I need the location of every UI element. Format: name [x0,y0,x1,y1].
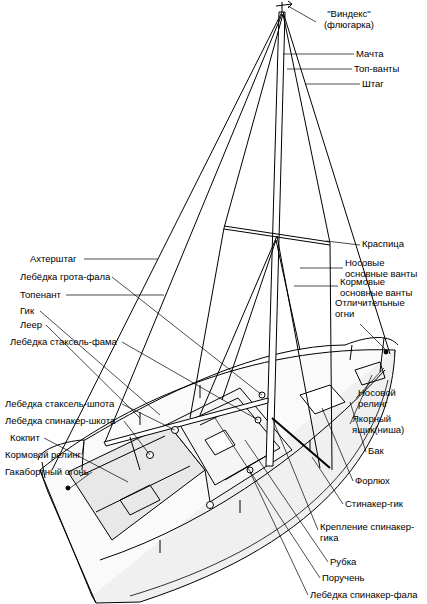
part-label: Кокпит [10,432,40,443]
part-label: Гакабортный огонь [5,466,89,477]
companionway [205,430,235,455]
part-label: Лебёдка стаксель-фама [10,336,117,347]
part-label: Штаг [362,78,384,89]
spreaders [224,226,330,245]
part-label: Носовой релинг [358,387,403,409]
windex [276,1,292,12]
boom [104,398,268,446]
part-label: Кормовой релинг [5,449,81,460]
running-lights [384,350,388,354]
part-label: Ахтерштаг [30,253,76,264]
part-label: Топ-ванты [354,63,399,74]
part-label: Лебёдка спинакер-фала [310,589,418,600]
part-label: Носовые основные ванты [345,257,427,279]
part-label: Лебёдка грота-фала [20,271,110,282]
topping-lift [105,14,282,442]
part-label: Лебёдка стаксель-шпота [5,398,114,409]
part-label: Кормовые основные ванты [340,276,427,298]
part-label: Лебёдка спинакер-шкота [5,415,115,426]
part-label: Бак [368,445,384,456]
part-label: Краспица [362,238,404,249]
mainsheet [130,437,140,470]
part-label: Гик [20,305,34,316]
bow-pulpit [345,338,398,373]
part-label: Рубка [330,556,356,567]
leader-lines [40,6,386,595]
winches [147,392,266,509]
part-label: Леер [20,319,42,330]
part-label: Отличительные огни [335,297,413,319]
cockpit-seat [80,436,190,515]
spinnaker-pole [272,418,330,468]
part-label: Мачта [356,48,384,59]
part-label: Стинакер-гик [345,498,403,509]
stern-light [66,486,70,490]
part-label: Топенант [20,289,61,300]
lower-shrouds [200,236,320,468]
part-label: Якорный ящик(ниша) [352,413,410,435]
part-label: "Виндекс" (флюгарка) [318,8,380,30]
part-label: Крепление спинакер-гика [320,521,420,543]
part-label: Поручень [322,572,364,583]
part-label: Форлюх [355,475,390,486]
